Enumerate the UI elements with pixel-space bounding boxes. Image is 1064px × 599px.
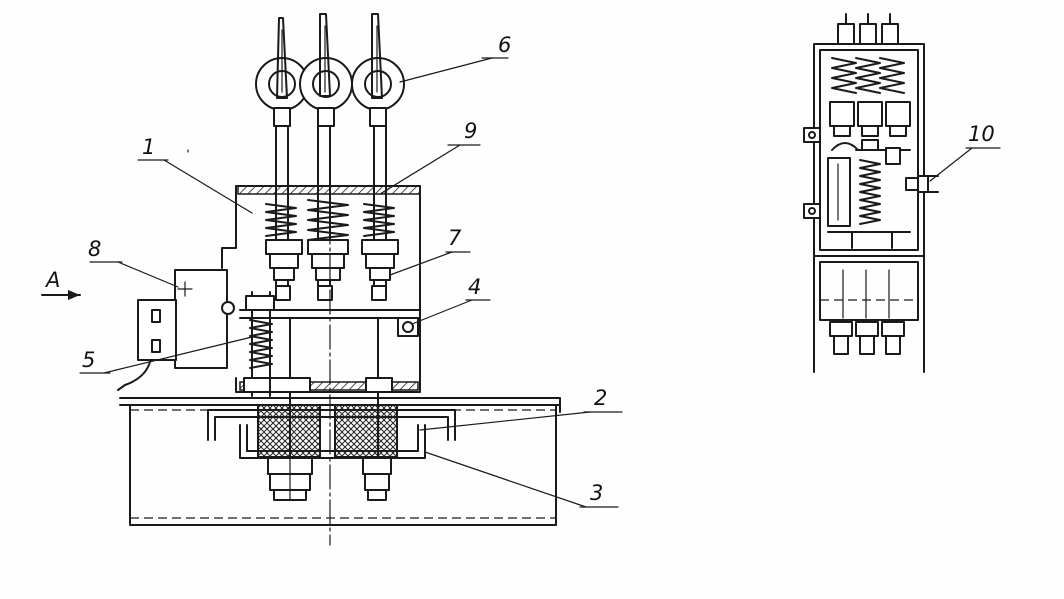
leaders (79, 57, 1001, 508)
callout-3: 3 (590, 481, 603, 505)
bottom-bolts (267, 457, 392, 501)
view-label: A (44, 268, 60, 292)
callout-labels: 6 9 1 8 7 4 5 2 3 10 (82, 33, 995, 505)
callout-8: 8 (88, 237, 101, 261)
callout-5: 5 (82, 348, 95, 372)
callout-9: 9 (464, 119, 477, 143)
view-arrow: A (41, 268, 81, 300)
callout-7: 7 (448, 226, 462, 250)
springs (265, 199, 395, 241)
side-box (137, 269, 235, 369)
callout-4: 4 (468, 275, 481, 299)
callout-1: 1 (142, 135, 155, 159)
side-view (803, 13, 939, 373)
callout-10: 10 (968, 122, 995, 146)
front-view: A (41, 13, 561, 546)
channel-bracket (207, 409, 456, 459)
callout-2: 2 (594, 386, 607, 410)
contact-blocks (265, 239, 399, 301)
insulator-block-right (334, 404, 398, 458)
callout-6: 6 (498, 33, 511, 57)
